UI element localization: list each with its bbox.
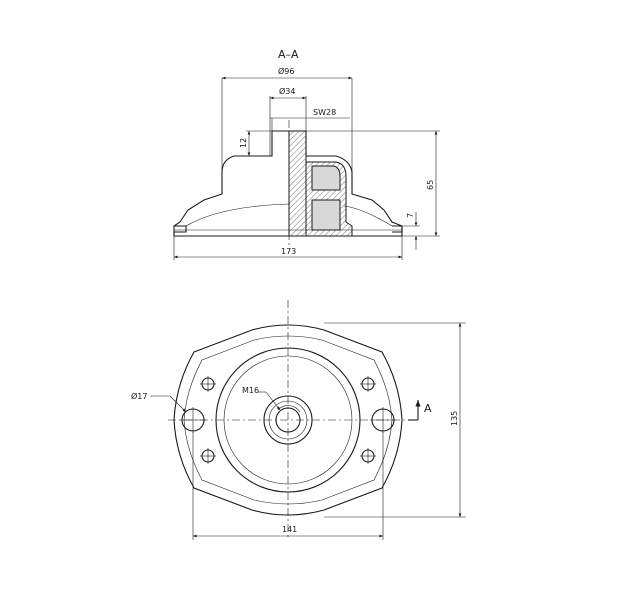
plan-view: Ø17 M16 A 135 141 [131, 300, 466, 540]
dim-thread: M16 [242, 386, 259, 395]
section-title: A–A [278, 48, 299, 61]
housing-outline [173, 130, 403, 237]
dim-flange-thickness: 7 [406, 213, 415, 218]
flange-left [174, 225, 187, 233]
flange-right [392, 225, 403, 233]
dim-outer-diameter: Ø96 [278, 66, 294, 76]
dim-bore-diameter: Ø34 [279, 86, 295, 96]
dim-hole-diameter: Ø17 [131, 391, 147, 401]
dim-stud-length: 12 [239, 138, 248, 148]
dim-wrench-size: SW28 [313, 108, 336, 117]
dim-hole-spacing: 141 [282, 525, 297, 534]
housing-curve-right [343, 205, 393, 227]
rubber-upper [311, 165, 341, 191]
dim-total-height: 65 [426, 180, 435, 190]
section-marker: A [424, 402, 432, 415]
stud-section [288, 130, 307, 237]
dim-height: 135 [450, 411, 459, 426]
dim-overall-length: 173 [281, 247, 296, 256]
housing-curve-left [185, 203, 291, 227]
rubber-lower [311, 199, 341, 231]
section-view: A–A Ø96 Ø34 SW28 12 [173, 48, 440, 260]
